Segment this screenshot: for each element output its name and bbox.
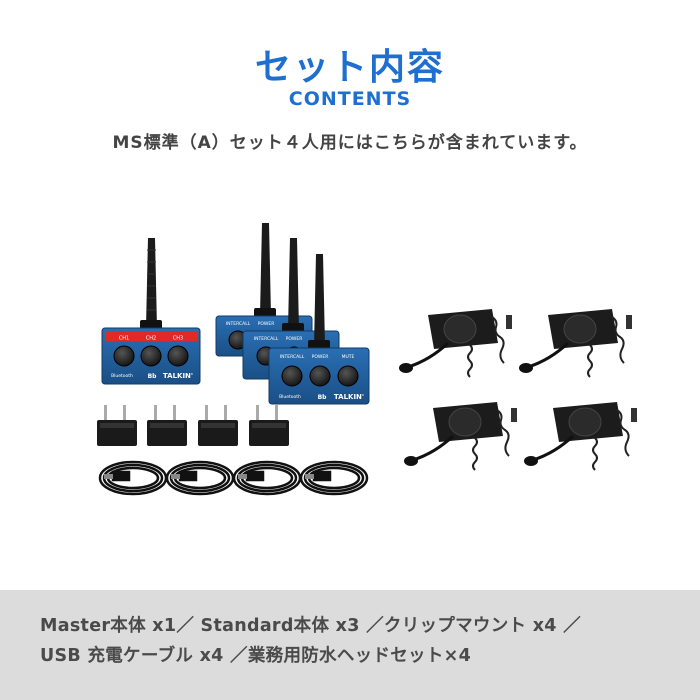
standard3-label-intercall: INTERCALL [280, 354, 305, 360]
headset [519, 309, 632, 378]
page-subtitle: CONTENTS [288, 88, 412, 110]
clip-mount [198, 405, 238, 446]
usb-cable [165, 460, 235, 496]
master-label-ch2: CH2 [146, 336, 156, 342]
usb-cable [299, 460, 369, 496]
standard1-label-power: POWER [258, 321, 275, 327]
clip-mount [147, 405, 187, 446]
standard1-label-intercall: INTERCALL [226, 321, 251, 327]
standard3-brand-mark: Bb [318, 394, 328, 401]
master-bluetooth-label: Bluetooth [111, 373, 133, 379]
usb-cables [98, 460, 369, 496]
standard3-label-power: POWER [312, 354, 329, 360]
standard3-label-mute: MUTE [342, 354, 355, 360]
usb-cable [98, 460, 168, 496]
usb-cable [232, 460, 302, 496]
standard3-brand-label: TALKIN' [334, 393, 364, 401]
master-label-ch3: CH3 [173, 336, 183, 342]
standard2-label-power: POWER [286, 336, 303, 342]
master-button-ch3 [167, 345, 189, 367]
master-brand-label: TALKIN' [163, 372, 193, 380]
master-unit: CH1 CH2 CH3 Bluetooth Bb TALKIN' [101, 238, 201, 385]
antenna-icon [146, 238, 157, 328]
antenna-icon [288, 238, 299, 330]
master-button-ch2 [140, 345, 162, 367]
product-illustration: CH1 CH2 CH3 Bluetooth Bb TALKIN' INTERCA… [97, 223, 637, 496]
contents-list-line-2: USB 充電ケーブル x4 ／業務用防水ヘッドセット×4 [40, 646, 472, 666]
lead-text: MS標準（A）セット４人用にはこちらが含まれています。 [112, 133, 588, 153]
standard2-label-intercall: INTERCALL [254, 336, 279, 342]
headset [399, 309, 512, 378]
master-brand-mark: Bb [148, 373, 158, 380]
master-label-ch1: CH1 [119, 336, 129, 342]
antenna-icon [314, 254, 325, 346]
master-button-ch1 [113, 345, 135, 367]
contents-list-line-1: Master本体 x1／ Standard本体 x3 ／クリップマウント x4 … [40, 616, 581, 636]
clip-mount [249, 405, 289, 446]
clip-mount [97, 405, 137, 446]
antenna-icon [260, 223, 271, 315]
headset [524, 402, 637, 471]
standard3-bluetooth-label: Bluetooth [279, 394, 301, 400]
headset [404, 402, 517, 471]
page-title: セット内容 [254, 47, 445, 88]
headsets [399, 309, 637, 471]
contents-footer: Master本体 x1／ Standard本体 x3 ／クリップマウント x4 … [0, 590, 700, 700]
clip-mounts [97, 405, 289, 446]
standard-unit-3: INTERCALL POWER MUTE Bluetooth Bb TALKIN… [268, 254, 370, 405]
